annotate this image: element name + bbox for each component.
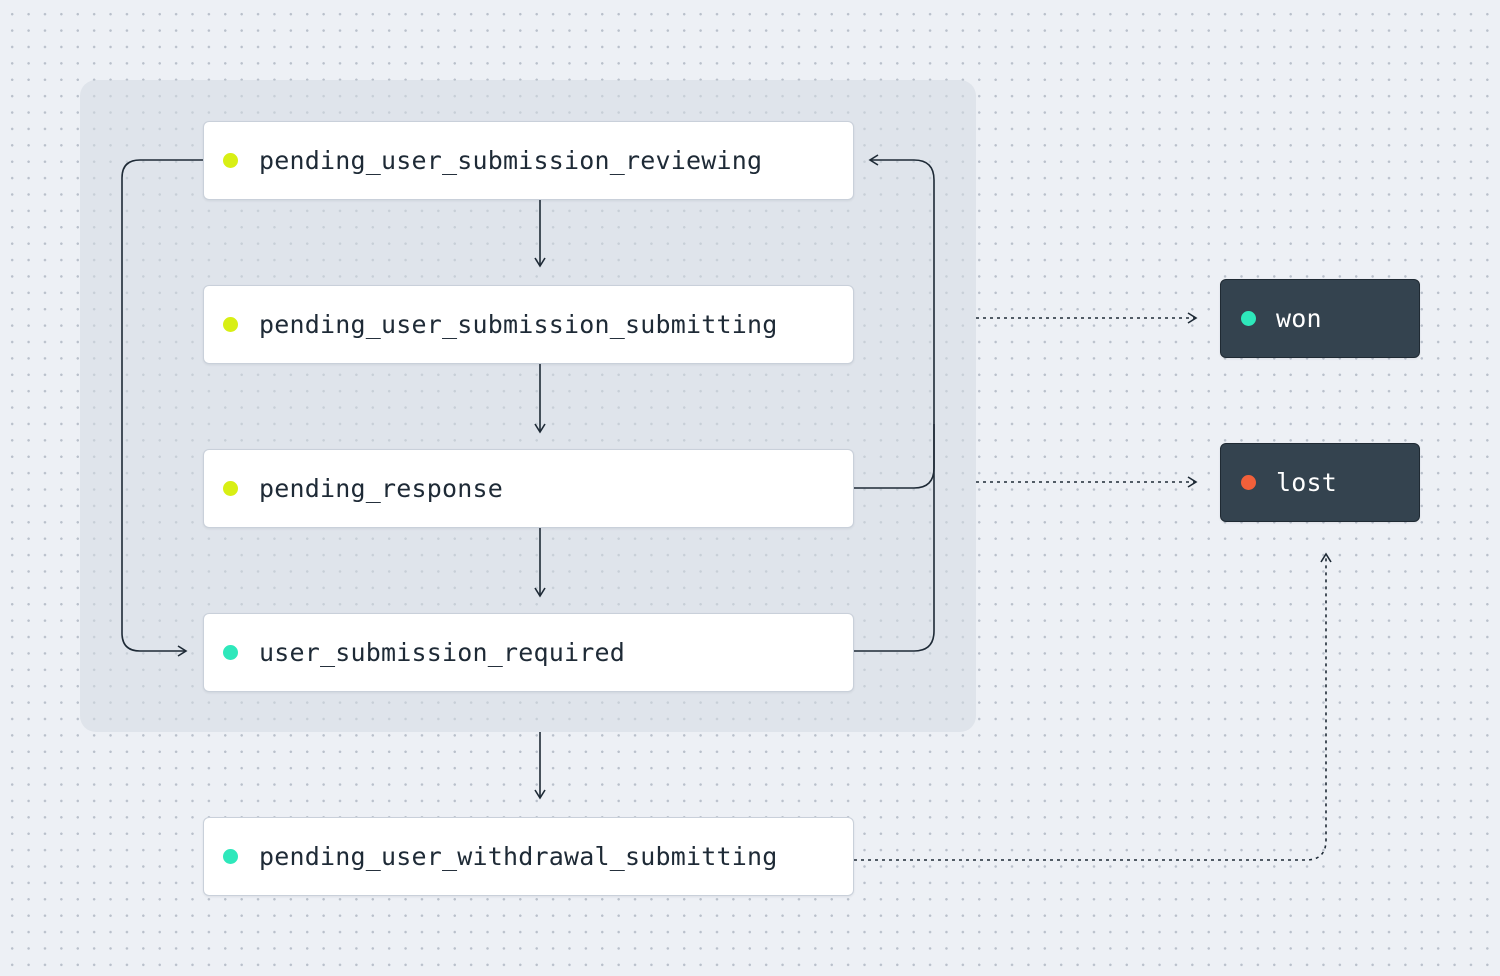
status-dot-icon — [223, 481, 238, 496]
state-label: pending_user_submission_reviewing — [259, 146, 763, 175]
state-node-submitting[interactable]: pending_user_submission_submitting — [203, 285, 854, 364]
status-dot-icon — [223, 645, 238, 660]
state-node-reviewing[interactable]: pending_user_submission_reviewing — [203, 121, 854, 200]
edge-reviewing-to-required — [121, 159, 203, 657]
status-dot-icon — [1241, 311, 1256, 326]
state-label: pending_user_submission_submitting — [259, 310, 778, 339]
status-dot-icon — [223, 849, 238, 864]
edge-response-to-reviewing — [854, 154, 935, 489]
status-dot-icon — [1241, 475, 1256, 490]
state-node-response[interactable]: pending_response — [203, 449, 854, 528]
state-label: pending_user_withdrawal_submitting — [259, 842, 778, 871]
edge-withdrawal-to-lost — [854, 552, 1332, 861]
terminal-node-lost[interactable]: lost — [1220, 443, 1420, 522]
state-label: pending_response — [259, 474, 504, 503]
status-dot-icon — [223, 317, 238, 332]
terminal-label: lost — [1276, 468, 1338, 497]
edge-required-merge — [854, 424, 935, 652]
state-node-withdrawal[interactable]: pending_user_withdrawal_submitting — [203, 817, 854, 896]
status-dot-icon — [223, 153, 238, 168]
state-label: user_submission_required — [259, 638, 626, 667]
terminal-node-won[interactable]: won — [1220, 279, 1420, 358]
terminal-label: won — [1276, 304, 1322, 333]
state-node-required[interactable]: user_submission_required — [203, 613, 854, 692]
